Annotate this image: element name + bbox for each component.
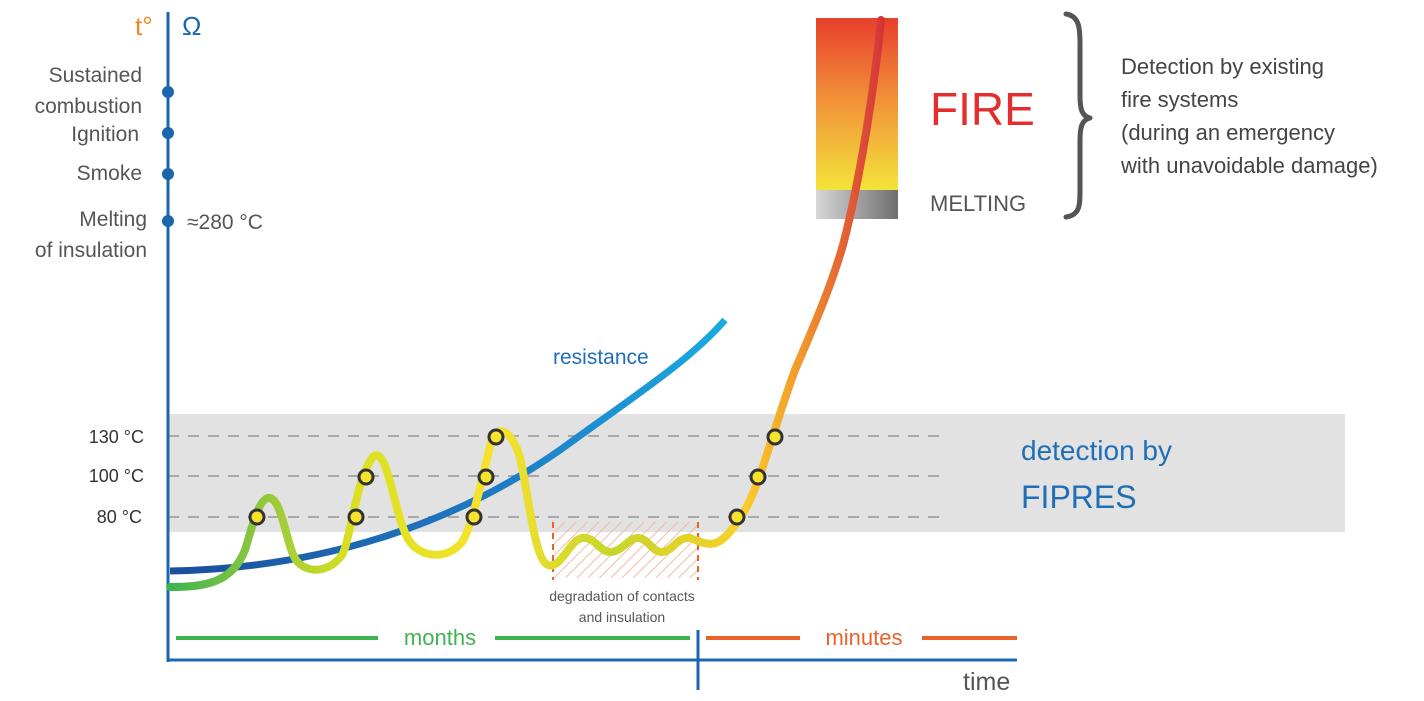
stage-label-melting-1: Melting [79, 208, 147, 231]
marker-point [465, 508, 483, 526]
melting-temperature: ≈280 °C [187, 211, 263, 234]
stage-label-melting-2: of insulation [35, 239, 147, 262]
fipres-band-label-2: FIPRES [1021, 479, 1137, 515]
melting-label: MELTING [930, 191, 1026, 216]
marker-point [347, 508, 365, 526]
stage-label-sustained-2: combustion [35, 95, 142, 118]
months-label: months [404, 625, 476, 650]
stage-label-ignition: Ignition [71, 123, 139, 146]
degradation-area [553, 522, 698, 578]
existing-detection-line-4: with unavoidable damage) [1120, 153, 1378, 178]
marker-point [487, 428, 505, 446]
existing-detection-line-1: Detection by existing [1121, 54, 1324, 79]
degradation-label-1: degradation of contacts [549, 588, 695, 604]
time-axis-label: time [963, 668, 1010, 696]
fipres-band-label-1: detection by [1021, 435, 1172, 466]
resistance-label: resistance [553, 346, 649, 369]
temperature-curve [166, 16, 885, 591]
stage-dot-ignition [162, 127, 174, 139]
stage-dot-melting [162, 215, 174, 227]
marker-point [766, 428, 784, 446]
threshold-label-100: 100 °C [89, 466, 144, 486]
degradation-label-2: and insulation [579, 609, 665, 625]
threshold-label-80: 80 °C [97, 507, 142, 527]
minutes-label: minutes [825, 625, 902, 650]
stage-label-smoke: Smoke [77, 162, 142, 185]
existing-detection-line-3: (during an emergency [1121, 120, 1335, 145]
fire-block [816, 18, 898, 190]
existing-detection-line-2: fire systems [1121, 87, 1238, 112]
stage-label-sustained-1: Sustained [49, 64, 142, 87]
stage-dot-sustained-combustion [162, 86, 174, 98]
stage-dot-smoke [162, 168, 174, 180]
temperature-axis-symbol: t° [135, 11, 153, 41]
fire-label: FIRE [930, 83, 1035, 135]
marker-point [749, 468, 767, 486]
marker-point [357, 468, 375, 486]
bracket-icon [1063, 11, 1093, 220]
threshold-label-130: 130 °C [89, 427, 144, 447]
marker-point [248, 508, 266, 526]
marker-point [477, 468, 495, 486]
marker-point [728, 508, 746, 526]
resistance-axis-symbol: Ω [182, 11, 201, 41]
